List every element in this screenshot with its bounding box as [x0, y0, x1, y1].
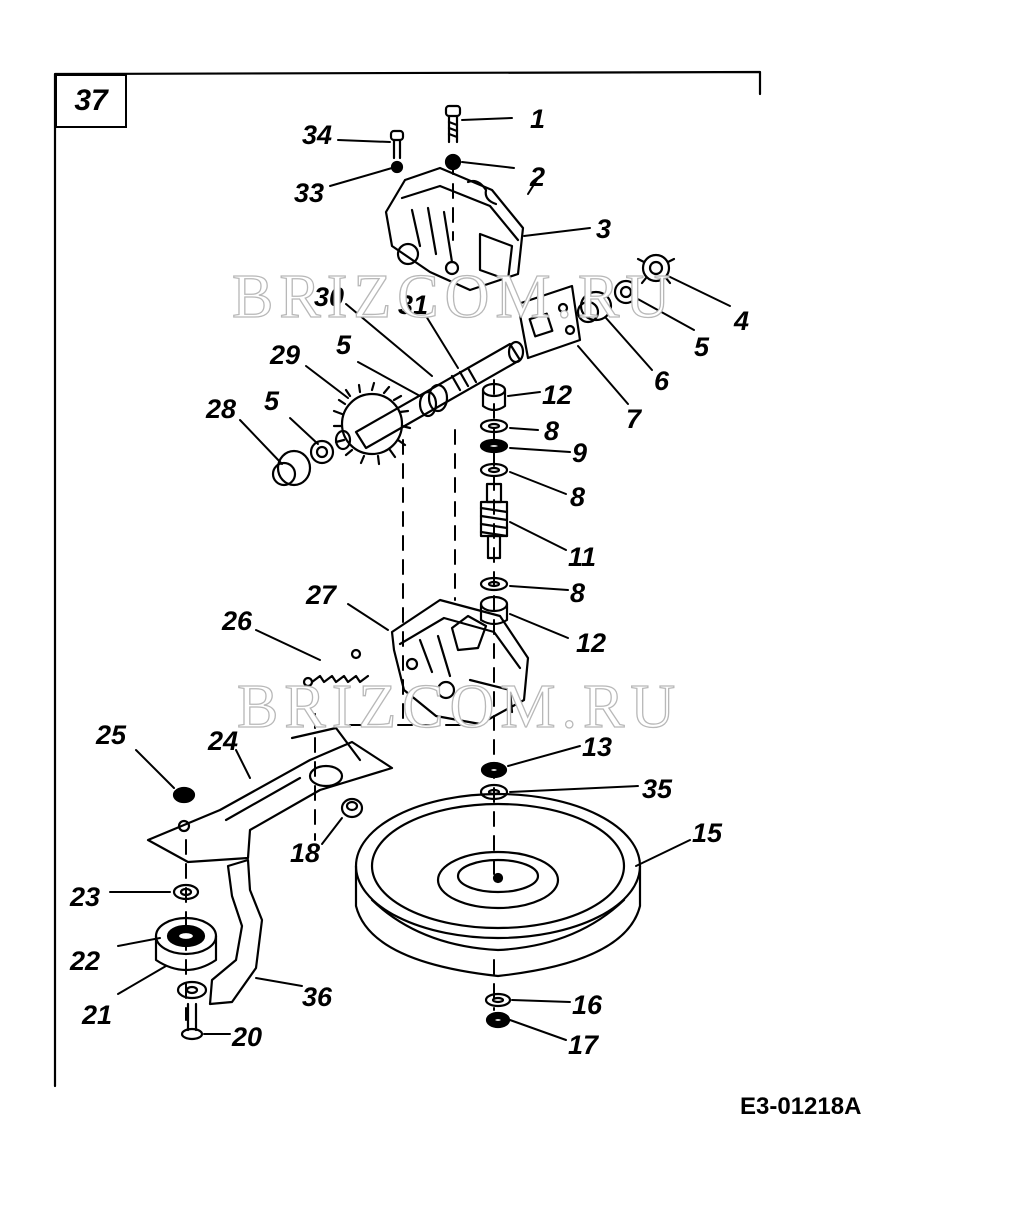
washer-21: [176, 980, 208, 1000]
screw-34: [389, 129, 405, 160]
callout-15: 15: [692, 818, 723, 848]
callout-31: 31: [398, 290, 428, 320]
callout-5c: 5: [264, 386, 280, 416]
callout-30: 30: [314, 282, 344, 312]
callout-18: 18: [290, 838, 320, 868]
washer-8-a: [479, 418, 509, 434]
worm-shaft-11: [479, 482, 509, 560]
pulley-22: [154, 916, 218, 971]
washer-16: [484, 992, 512, 1008]
bushing-6: [576, 290, 613, 324]
washer-8-c: [479, 576, 509, 592]
callout-26: 26: [221, 606, 253, 636]
nut-18: [340, 797, 364, 819]
bushing-12-bottom: [479, 595, 509, 626]
callout-3: 3: [596, 214, 611, 244]
callout-8c: 8: [570, 578, 585, 608]
callout-9: 9: [572, 438, 587, 468]
washer-9: [479, 438, 509, 454]
callout-6: 6: [654, 366, 670, 396]
callout-5a: 5: [694, 332, 710, 362]
callout-35: 35: [642, 774, 673, 804]
callout-8b: 8: [570, 482, 585, 512]
callout-13: 13: [582, 732, 612, 762]
callout-25: 25: [95, 720, 127, 750]
washer-5-right: [613, 279, 639, 305]
callout-1: 1: [530, 104, 545, 134]
callout-23: 23: [69, 882, 100, 912]
callout-33: 33: [294, 178, 324, 208]
callout-20: 20: [231, 1022, 262, 1052]
callout-4: 4: [733, 306, 749, 336]
watermark-bottom: BRIZCOM.RU: [236, 672, 682, 741]
callout-17: 17: [568, 1030, 600, 1060]
callout-24: 24: [207, 726, 238, 756]
nut-25: [172, 786, 196, 804]
callout-21: 21: [81, 1000, 112, 1030]
spring-26: [302, 648, 370, 688]
cap-4: [636, 253, 676, 285]
page-frame: [53, 70, 762, 1088]
watermark-top: BRIZCOM.RU: [231, 262, 677, 331]
callout-11: 11: [568, 542, 596, 572]
callout-12a: 12: [542, 380, 572, 410]
figure-number-tab: 37: [55, 74, 127, 128]
drive-pulley-15: [354, 792, 642, 978]
callout-2: 2: [529, 162, 545, 192]
callout-29: 29: [269, 340, 300, 370]
idler-arm-24: [146, 726, 394, 864]
gear-housing-27: [390, 598, 530, 726]
nut-13: [480, 761, 508, 779]
callout-28: 28: [205, 394, 236, 424]
screw-1: [444, 104, 462, 144]
callout-8a: 8: [544, 416, 559, 446]
diagram-code: E3-01218A: [740, 1093, 862, 1120]
callout-27: 27: [305, 580, 338, 610]
nut-17: [485, 1011, 511, 1029]
bolt-20: [180, 1002, 204, 1041]
callout-36: 36: [302, 982, 333, 1012]
washer-8-b: [479, 462, 509, 478]
housing-cover-3: [384, 166, 525, 292]
callout-16: 16: [572, 990, 603, 1020]
callout-12b: 12: [576, 628, 606, 658]
bracket-36: [208, 858, 264, 1006]
callout-34: 34: [302, 120, 332, 150]
callout-22: 22: [69, 946, 100, 976]
plate-7: [516, 284, 582, 360]
bushing-12-top: [481, 382, 507, 412]
washer-23: [172, 883, 200, 901]
callout-7: 7: [626, 404, 643, 434]
callout-5b: 5: [336, 330, 352, 360]
shaft-assembly: [271, 340, 525, 487]
